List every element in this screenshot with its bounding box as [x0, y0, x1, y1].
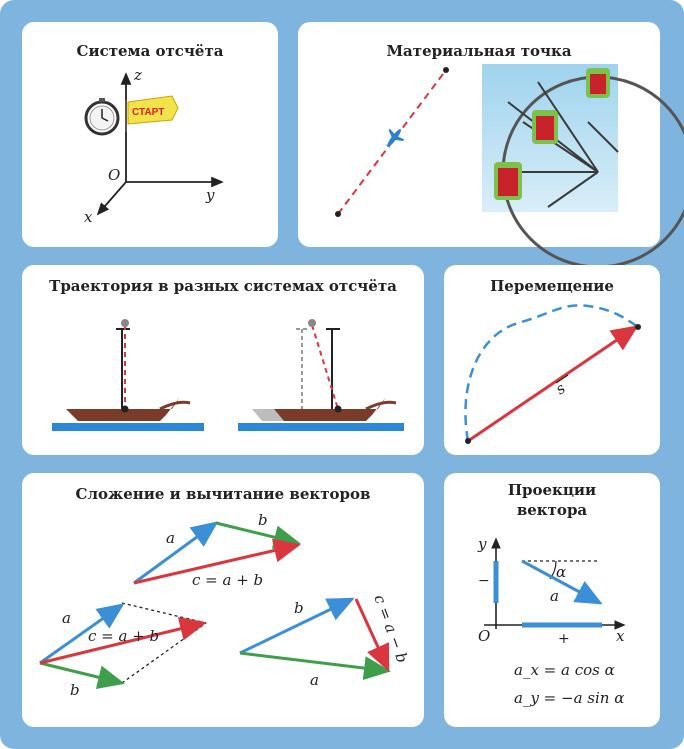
- clock-icon: [84, 98, 120, 136]
- panel-title-line1: Проекции: [507, 481, 597, 499]
- angle-label: α: [556, 563, 566, 581]
- vector-c: [133, 538, 301, 585]
- boat-right: [238, 319, 404, 431]
- projections-diagram: y x O − + α a a_x = a cos α a_y = −a sin…: [477, 535, 626, 707]
- panel-title-line2: вектора: [516, 501, 588, 519]
- vector-a: [39, 603, 125, 665]
- axis-x-label: x: [616, 627, 625, 645]
- panel-vector-operations: Сложение и вычитание векторов a b c = a …: [22, 473, 424, 727]
- panel-title: Траектория в разных системах отсчёта: [49, 277, 397, 295]
- trajectory-slanted: [311, 324, 339, 410]
- boat-left: [52, 319, 204, 431]
- vector-a: [133, 521, 219, 585]
- label-b: b: [294, 599, 304, 617]
- axis-y-label: y: [477, 535, 487, 553]
- vector-c: [354, 598, 390, 672]
- axis-y-label: y: [205, 186, 215, 204]
- sum-formula: c = a + b: [88, 627, 159, 645]
- origin-label: O: [478, 627, 490, 645]
- flag-text: СТАРТ: [132, 107, 164, 118]
- material-point-diagram: [335, 64, 684, 269]
- panel-projections: Проекции вектора y x O − + α a a_x = a c…: [444, 473, 660, 727]
- vector-b: [239, 597, 355, 655]
- reference-axes-diagram: z y x O СТАРТ: [84, 66, 224, 226]
- gondola-1: [586, 68, 610, 98]
- water-left: [52, 423, 204, 431]
- label-a: a: [62, 609, 71, 627]
- ferris-wheel-photo: [482, 64, 684, 269]
- parallelogram-rule: a b c = a + b: [39, 602, 207, 699]
- axis-x-label: x: [84, 208, 93, 226]
- gondola-3: [494, 162, 522, 200]
- label-b: b: [258, 511, 268, 529]
- vector-b: [39, 661, 125, 689]
- sum-formula: c = a + b: [192, 571, 263, 589]
- vector-a: [521, 559, 603, 605]
- water-right: [238, 423, 404, 431]
- axis-x-line: [96, 181, 127, 216]
- path-curve: [464, 304, 639, 442]
- label-a: a: [166, 529, 175, 547]
- vector-label: a: [550, 587, 559, 605]
- subtraction-rule: b a c = a − b: [239, 592, 411, 689]
- panel-title: Система отсчёта: [76, 42, 224, 60]
- displacement-label: s: [552, 379, 569, 398]
- displacement-diagram: s: [464, 304, 641, 444]
- vector-a: [239, 651, 391, 681]
- panel-material-point: Материальная точка: [298, 22, 684, 269]
- diff-formula: c = a − b: [370, 592, 411, 665]
- vector-c: [39, 617, 207, 665]
- path-start-point: [335, 211, 341, 217]
- panel-title: Перемещение: [490, 277, 614, 295]
- angle-arc: [549, 560, 557, 580]
- panel-title: Сложение и вычитание векторов: [75, 485, 371, 503]
- start-flag-icon: СТАРТ: [125, 95, 179, 132]
- origin-label: O: [108, 166, 120, 184]
- panel-title: Материальная точка: [386, 42, 572, 60]
- formula-x: a_x = a cos α: [514, 661, 615, 679]
- panel-reference-system: Система отсчёта z y x O СТАРТ: [22, 22, 278, 247]
- minus-sign: −: [478, 573, 490, 589]
- axis-z-label: z: [133, 66, 142, 84]
- gondola-2: [532, 110, 558, 144]
- panel-trajectory: Траектория в разных системах отсчёта: [22, 265, 424, 455]
- label-a: a: [310, 671, 319, 689]
- vector-b: [215, 521, 301, 549]
- trajectory-diagram: [52, 319, 404, 431]
- path-end-point: [443, 67, 449, 73]
- panel-displacement: Перемещение s: [444, 265, 660, 455]
- vector-operations-diagram: a b c = a + b a b c = a + b b a c = a − …: [39, 511, 411, 699]
- triangle-rule: a b c = a + b: [133, 511, 301, 589]
- formula-y: a_y = −a sin α: [514, 689, 624, 707]
- label-b: b: [70, 681, 80, 699]
- displacement-vector: [467, 325, 639, 443]
- airplane-icon: [384, 128, 405, 150]
- plus-sign: +: [558, 631, 570, 647]
